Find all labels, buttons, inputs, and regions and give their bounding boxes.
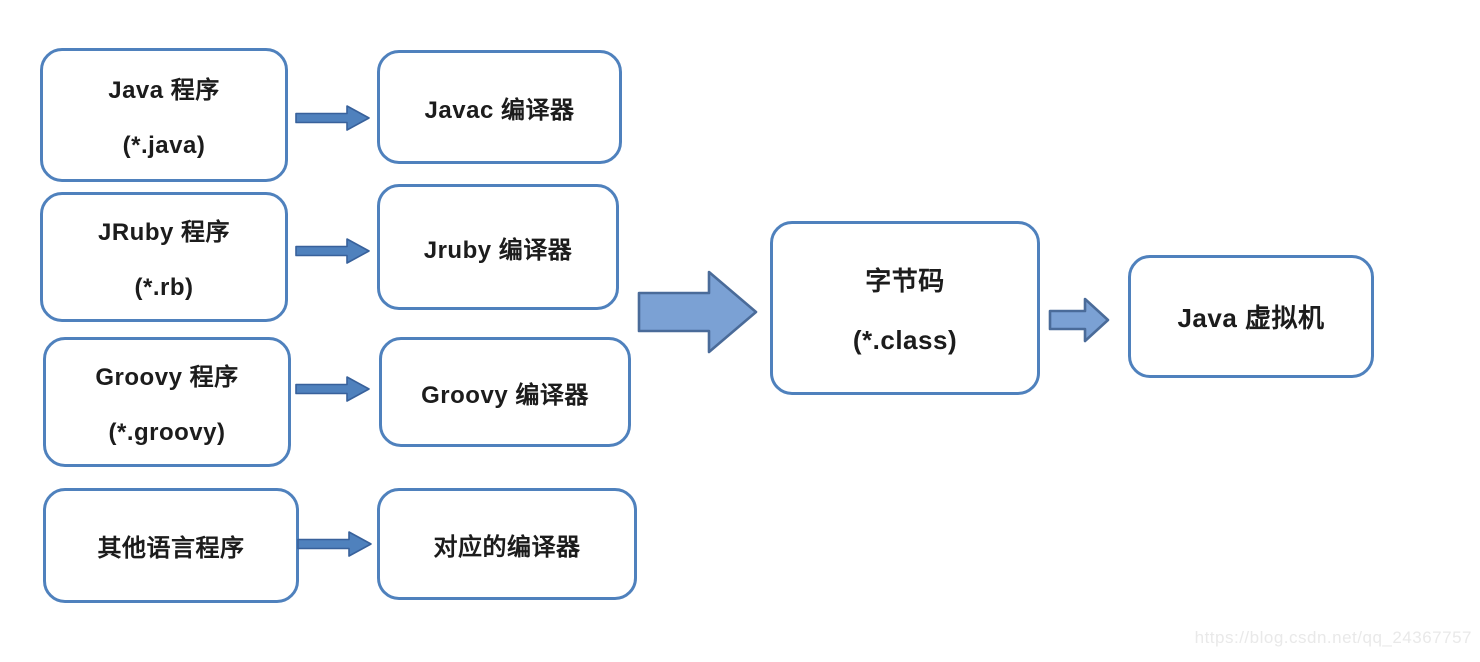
node-label: Groovy 编译器	[421, 381, 589, 409]
node-label: Groovy 程序	[95, 364, 239, 391]
node-java-program: Java 程序 (*.java)	[40, 48, 288, 182]
node-jvm: Java 虚拟机	[1128, 255, 1374, 378]
node-other-program: 其他语言程序	[43, 488, 299, 603]
node-jruby-compiler: Jruby 编译器	[377, 184, 619, 310]
node-label: JRuby 程序	[97, 219, 230, 246]
node-groovy-program: Groovy 程序 (*.groovy)	[43, 337, 291, 467]
node-sublabel: (*.class)	[852, 324, 958, 355]
node-other-compiler: 对应的编译器	[377, 488, 637, 600]
arrow-right-icon	[297, 531, 372, 557]
node-label: Java 程序	[108, 77, 220, 104]
node-label: 其他语言程序	[97, 535, 245, 562]
arrow-right-icon	[295, 105, 370, 131]
node-sublabel: (*.java)	[122, 132, 206, 159]
node-label: 对应的编译器	[433, 533, 581, 561]
node-label: Java 虚拟机	[1177, 303, 1325, 333]
node-javac-compiler: Javac 编译器	[377, 50, 622, 164]
node-label: 字节码	[865, 265, 945, 296]
arrow-right-icon	[295, 238, 370, 264]
node-bytecode: 字节码 (*.class)	[770, 221, 1040, 395]
node-sublabel: (*.groovy)	[108, 419, 226, 446]
arrow-right-icon	[295, 376, 370, 402]
arrow-right-icon	[1048, 297, 1110, 343]
node-label: Javac 编译器	[424, 96, 575, 124]
big-arrow-right-icon	[637, 270, 758, 354]
node-label: Jruby 编译器	[423, 236, 573, 264]
node-sublabel: (*.rb)	[134, 274, 194, 301]
node-jruby-program: JRuby 程序 (*.rb)	[40, 192, 288, 322]
node-groovy-compiler: Groovy 编译器	[379, 337, 631, 447]
watermark-url: https://blog.csdn.net/qq_24367757	[1194, 628, 1472, 647]
